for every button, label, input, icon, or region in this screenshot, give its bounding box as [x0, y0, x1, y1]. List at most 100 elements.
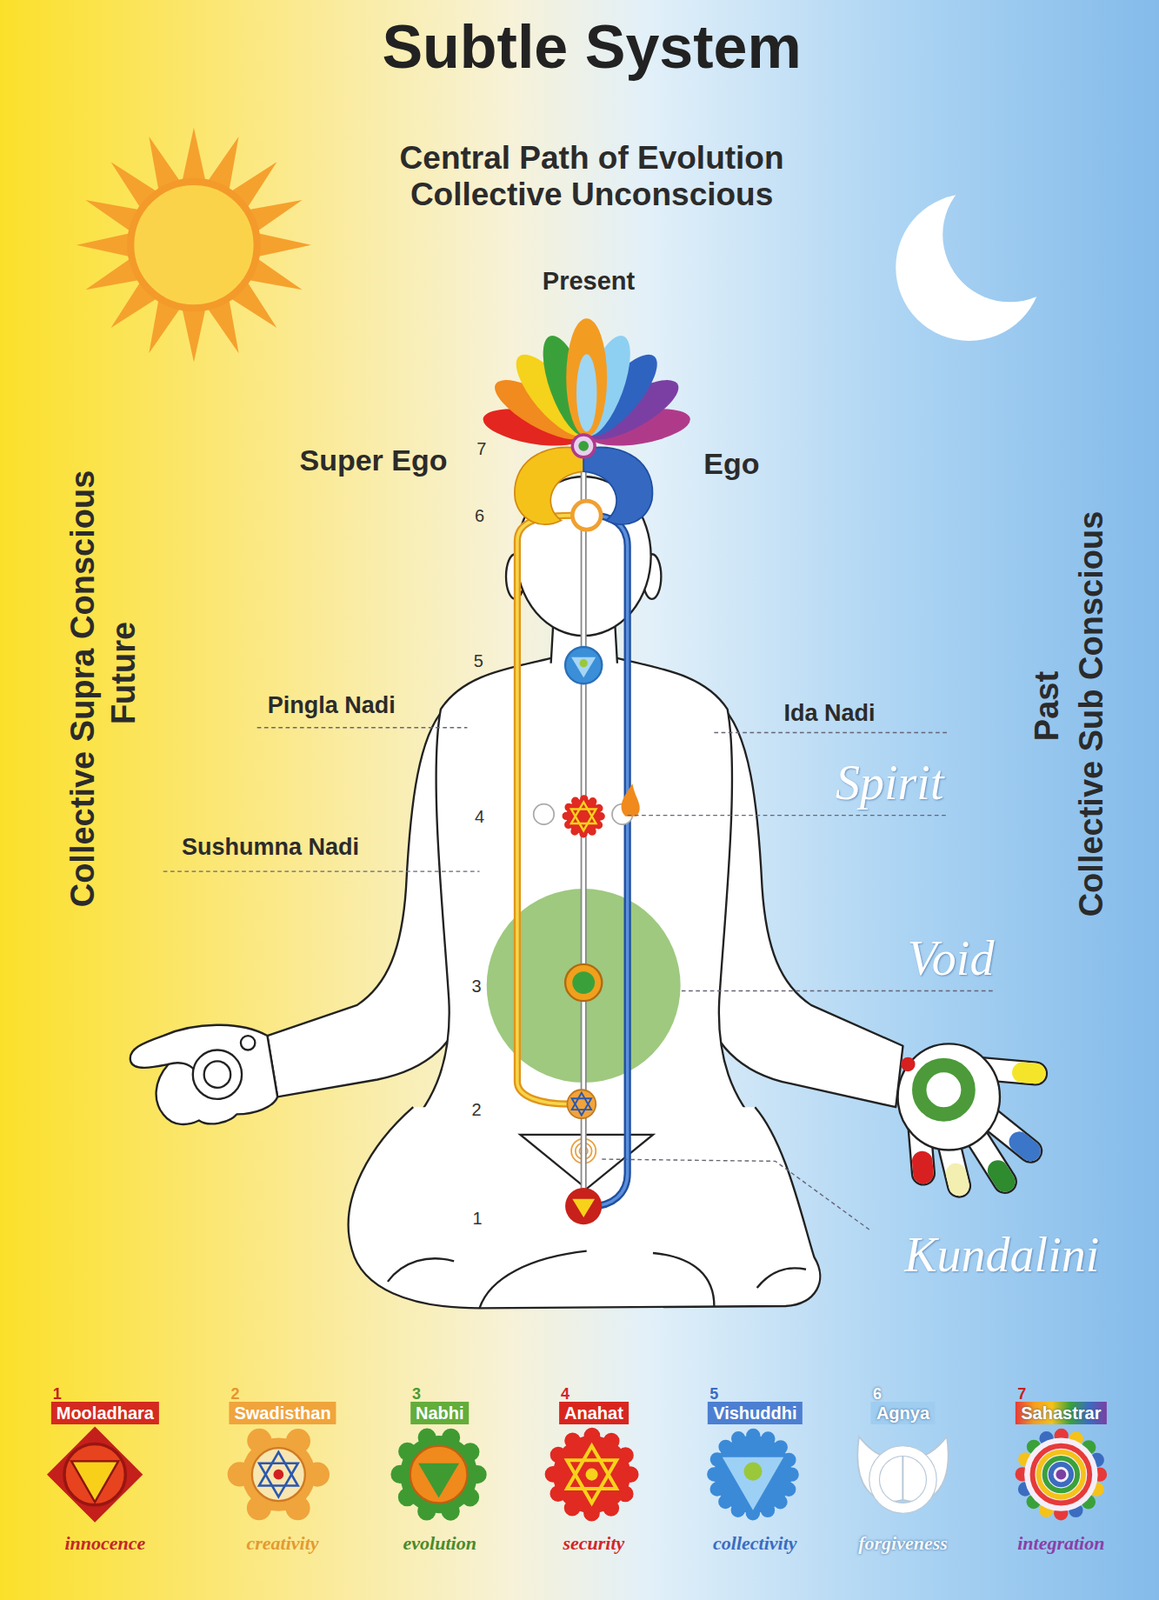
chakra-icons-part: [1051, 1464, 1072, 1485]
chakra-icons-part: [869, 1445, 937, 1513]
chakra-quality: security: [562, 1532, 625, 1555]
body-chakras-part: [566, 1089, 596, 1119]
meditating-figure-part: [168, 1062, 194, 1069]
chakra-icons-part: [1022, 1435, 1100, 1513]
body-chakras-part: [565, 964, 602, 1001]
crescent-moon: [866, 163, 1092, 368]
body-chakras-part: [572, 434, 595, 458]
chakra-name-tag: Agnya: [871, 1401, 935, 1425]
chakra-icons-part: [252, 1447, 306, 1501]
right-hand-part: [955, 1172, 960, 1186]
region-label: Kundalini: [904, 1226, 1100, 1283]
body-chakras-part: [572, 971, 595, 994]
axis-label: Present: [542, 266, 635, 296]
lotus-crown: [479, 318, 693, 525]
chakra-icons-part: [552, 1435, 631, 1513]
leader-lines-part: [681, 990, 995, 992]
chakra-icons-part: [874, 1451, 933, 1509]
side-axis-label: Collective Sub Conscious: [1072, 511, 1112, 918]
right-hand-part: [1019, 1141, 1031, 1152]
right-hand-part: [919, 1065, 968, 1114]
right-hand: [898, 1043, 1036, 1186]
callout-number: 5: [473, 651, 484, 672]
callout-number: 3: [471, 975, 481, 996]
body-chakras-part: [533, 804, 554, 825]
callout-number: 5: [709, 1384, 719, 1403]
chakra-name: Swadisthan: [233, 1403, 331, 1423]
chakra-icons-part: [1032, 1445, 1090, 1504]
chakra-icons-part: [552, 1435, 631, 1513]
meditating-figure-part: [130, 1025, 278, 1125]
heading-line: Collective Unconscious: [410, 176, 773, 214]
chakra-icons-part: [713, 1435, 792, 1513]
sun-part: [254, 233, 312, 258]
body-chakras-part: [571, 657, 596, 678]
chakra-quality: evolution: [403, 1532, 477, 1555]
chakra-icons-part: [410, 1445, 468, 1504]
chakra-icons: [46, 1425, 1100, 1522]
chakra-name-tag: Swadisthan: [228, 1401, 336, 1425]
chakra-icons-part: [239, 1435, 318, 1513]
sun: [76, 127, 312, 363]
chakra-quality: collectivity: [712, 1532, 798, 1555]
body-chakras-part: [572, 500, 601, 530]
chakra-icons-part: [879, 1456, 926, 1504]
sun-part: [181, 306, 207, 363]
callout-number: 4: [474, 805, 485, 826]
meditating-figure-part: [204, 1060, 232, 1088]
chakra-icons-part: [399, 1435, 478, 1513]
chakra-name: Sahastrar: [1020, 1403, 1101, 1423]
callout-number: 2: [230, 1384, 240, 1403]
body-chakras-part: [571, 801, 596, 831]
side-axis-label: Collective Supra Conscious: [64, 470, 103, 908]
channel-label: Ida Nadi: [783, 700, 875, 728]
body-chakras-part: [572, 1198, 595, 1218]
chakra-icons-part: [743, 1462, 762, 1481]
chakra-name-tag: Sahastrar: [1015, 1401, 1106, 1425]
body-chakras-part: [579, 659, 588, 667]
chakra-icons-part: [566, 1445, 617, 1504]
chakra-quality: integration: [1017, 1532, 1105, 1555]
chakra-icons-part: [1022, 1435, 1100, 1513]
body-chakras-part: [578, 440, 589, 452]
chakra-icons-part: [1022, 1435, 1100, 1513]
body-chakras-part: [566, 799, 601, 834]
sun-part: [130, 181, 258, 309]
sun-part: [76, 233, 134, 258]
meditating-figure-part: [479, 1251, 587, 1309]
callout-number: 3: [412, 1384, 421, 1403]
chakra-name: Anahat: [564, 1403, 624, 1423]
meditating-figure-part: [387, 1258, 454, 1282]
meditating-figure-part: [757, 1267, 806, 1288]
meditating-figure: [130, 476, 904, 1308]
meditating-figure-part: [240, 1035, 255, 1050]
lotus-crown-part: [566, 318, 607, 437]
chakra-icons-part: [259, 1452, 299, 1498]
chakra-icons-part: [273, 1469, 284, 1480]
chakra-icons-part: [722, 1457, 784, 1511]
meditating-figure-part: [193, 1049, 242, 1099]
callout-number: 1: [472, 1208, 483, 1229]
side-axis-label: Past: [1028, 671, 1067, 741]
energy-channels-part: [592, 515, 628, 1206]
chakra-icons-part: [399, 1435, 478, 1513]
chakra-name-tag: Anahat: [559, 1401, 629, 1425]
right-hand-part: [898, 1043, 1000, 1150]
chakra-icons-part: [418, 1463, 460, 1499]
callout-number: 7: [1017, 1384, 1026, 1403]
leader-lines-part: [601, 1159, 869, 1230]
body-chakras: [533, 434, 640, 1225]
chakra-icons-part: [71, 1460, 119, 1502]
chakra-quality: creativity: [246, 1532, 319, 1555]
chakra-quality: innocence: [64, 1532, 146, 1555]
chakra-icons-part: [46, 1425, 143, 1522]
chakra-name-tag: Mooladhara: [51, 1401, 160, 1425]
heading-line: Central Path of Evolution: [399, 139, 785, 178]
crescent-moon-part: [866, 163, 1092, 368]
region-label: Void: [907, 930, 995, 986]
side-axis-label: Future: [105, 621, 144, 725]
chakra-icons-part: [713, 1435, 792, 1513]
